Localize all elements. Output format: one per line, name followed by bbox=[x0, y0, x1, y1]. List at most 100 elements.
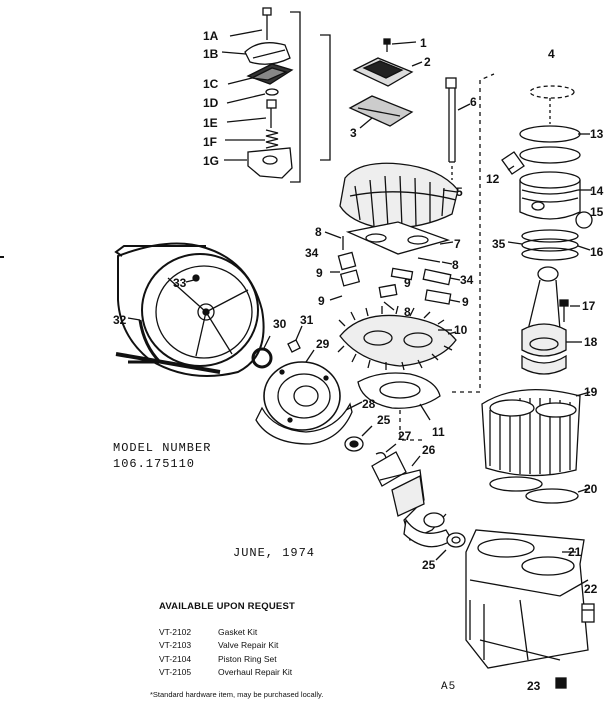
part-14-piston bbox=[519, 171, 581, 220]
callout-19: 19 bbox=[584, 385, 598, 399]
kit-name: Overhaul Repair Kit bbox=[218, 667, 293, 677]
callout-9-d: 9 bbox=[462, 295, 469, 309]
callout-25-a: 25 bbox=[377, 413, 391, 427]
callout-26: 26 bbox=[422, 443, 436, 457]
footnote: *Standard hardware item, may be purchase… bbox=[150, 690, 324, 699]
request-heading: AVAILABLE UPON REQUEST bbox=[159, 601, 295, 612]
part-6-bolt bbox=[445, 77, 457, 163]
callout-23: 23 bbox=[527, 679, 541, 693]
part-1a-screw bbox=[262, 7, 272, 40]
part-22-plug bbox=[581, 603, 595, 623]
part-23-plug bbox=[555, 677, 567, 689]
callout-1f: 1F bbox=[203, 135, 218, 149]
kit-code: VT-2103 bbox=[159, 640, 192, 650]
kit-name: Piston Ring Set bbox=[218, 654, 277, 664]
callout-35: 35 bbox=[492, 237, 506, 251]
callout-34-b: 34 bbox=[460, 273, 474, 287]
callout-18: 18 bbox=[584, 335, 598, 349]
part-25-bearing-b bbox=[446, 532, 466, 548]
part-32-flywheel bbox=[114, 242, 265, 377]
part-30-ring bbox=[251, 347, 273, 369]
callout-30: 30 bbox=[273, 317, 287, 331]
part-13-rings bbox=[519, 125, 581, 164]
callout-21: 21 bbox=[568, 545, 582, 559]
part-16-rings bbox=[521, 229, 579, 261]
part-9-reeds bbox=[337, 251, 452, 305]
callout-13: 13 bbox=[590, 127, 604, 141]
part-12-wristpin bbox=[501, 151, 525, 175]
part-7-gasket bbox=[345, 221, 451, 255]
part-1b-cap bbox=[244, 42, 291, 65]
part-25-bearing-a bbox=[344, 436, 364, 452]
bracket-2 bbox=[320, 34, 331, 161]
callout-14: 14 bbox=[590, 184, 604, 198]
kit-name: Gasket Kit bbox=[218, 627, 258, 637]
callout-6: 6 bbox=[470, 95, 477, 109]
part-10-plate bbox=[337, 305, 457, 371]
callout-9-b: 9 bbox=[404, 276, 411, 290]
callout-1e: 1E bbox=[203, 116, 218, 130]
part-17-screw bbox=[559, 299, 569, 322]
drawing-date: JUNE, 1974 bbox=[233, 546, 316, 560]
callout-27: 27 bbox=[398, 429, 412, 443]
part-31-key bbox=[287, 339, 301, 353]
callout-5: 5 bbox=[456, 185, 463, 199]
model-number-value: 106.175110 bbox=[113, 457, 196, 471]
part-2-valve bbox=[352, 57, 414, 87]
part-1-screw bbox=[383, 38, 391, 52]
kit-code: VT-2105 bbox=[159, 667, 192, 677]
kit-code: VT-2104 bbox=[159, 654, 192, 664]
model-number-label: MODEL NUMBER bbox=[113, 441, 212, 455]
callout-33: 33 bbox=[173, 276, 187, 290]
part-1f-spring bbox=[265, 129, 279, 149]
part-1c-plate bbox=[246, 63, 294, 85]
page-code: A5 bbox=[441, 681, 457, 693]
callout-12: 12 bbox=[486, 172, 500, 186]
callout-29: 29 bbox=[316, 337, 330, 351]
bracket-1 bbox=[290, 11, 301, 183]
part-1e-pin bbox=[266, 99, 277, 128]
callout-16: 16 bbox=[590, 245, 604, 259]
callout-17: 17 bbox=[582, 299, 596, 313]
callout-3: 3 bbox=[350, 126, 357, 140]
part-19-cylinder bbox=[481, 389, 581, 477]
part-21-crankcase bbox=[465, 529, 589, 669]
callout-8-b: 8 bbox=[452, 258, 459, 272]
part-3-plate bbox=[348, 95, 414, 127]
callout-8-c: 8 bbox=[404, 305, 411, 319]
callout-11: 11 bbox=[432, 425, 445, 439]
callout-34-a: 34 bbox=[305, 246, 319, 260]
kit-name: Valve Repair Kit bbox=[218, 640, 279, 650]
callout-1a: 1A bbox=[203, 29, 219, 43]
callout-20: 20 bbox=[584, 482, 598, 496]
callout-9-a: 9 bbox=[316, 266, 323, 280]
callout-10: 10 bbox=[454, 323, 468, 337]
callout-1: 1 bbox=[420, 36, 427, 50]
callout-9-c: 9 bbox=[318, 294, 325, 308]
callout-8-a: 8 bbox=[315, 225, 322, 239]
callout-31: 31 bbox=[300, 313, 314, 327]
part-29-cover bbox=[263, 361, 341, 431]
part-33-screw bbox=[192, 274, 200, 282]
part-20-gasket bbox=[489, 476, 579, 504]
callout-1c: 1C bbox=[203, 77, 219, 91]
callout-32: 32 bbox=[113, 313, 127, 327]
part-34-reed bbox=[422, 268, 452, 286]
callout-4: 4 bbox=[548, 47, 555, 61]
part-1d-ring bbox=[265, 88, 279, 96]
callout-7: 7 bbox=[454, 237, 461, 251]
callout-2: 2 bbox=[424, 55, 431, 69]
callout-1b: 1B bbox=[203, 47, 219, 61]
part-26-crankshaft bbox=[371, 451, 453, 548]
part-5-head bbox=[339, 162, 459, 229]
callout-22: 22 bbox=[584, 582, 598, 596]
part-1g-body bbox=[247, 147, 293, 179]
callout-1g: 1G bbox=[203, 154, 220, 168]
callout-25-b: 25 bbox=[422, 558, 436, 572]
callout-15: 15 bbox=[590, 205, 604, 219]
part-27-key bbox=[375, 452, 387, 459]
kit-code: VT-2102 bbox=[159, 627, 192, 637]
part-18-conrod bbox=[521, 266, 567, 375]
